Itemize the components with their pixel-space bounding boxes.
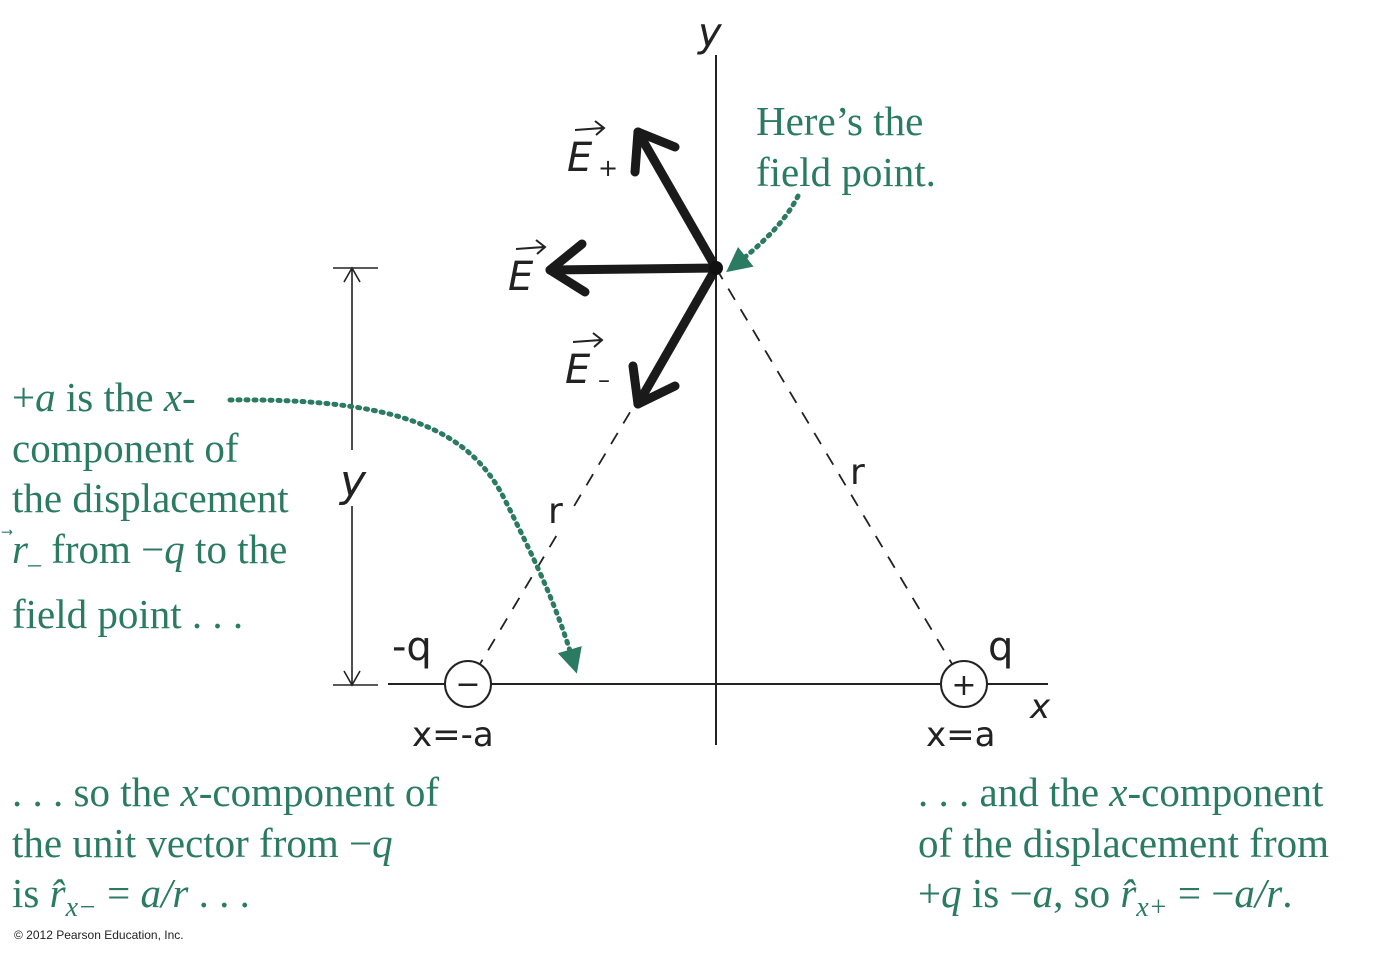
x-axis-label: x (1029, 687, 1051, 727)
so-x-component-note: . . . so the x-component of the unit vec… (12, 769, 439, 924)
svg-text:E: E (565, 347, 591, 393)
e-minus-arrowhead (628, 361, 680, 409)
x-component-pointer-arrow (227, 397, 582, 674)
field-vectors (545, 127, 721, 409)
distance-label-right: r (850, 452, 865, 493)
height-label: y (338, 456, 367, 507)
svg-text:+: + (598, 154, 618, 182)
plus-a-note: +a is the x- component of the displaceme… (12, 374, 289, 638)
positive-charge (940, 660, 988, 708)
distance-line-right (715, 267, 965, 685)
positive-charge-label: q (988, 624, 1013, 670)
e-total-arrowhead (545, 239, 590, 297)
svg-text:E: E (508, 254, 534, 300)
negative-charge-symbol: − (455, 667, 480, 702)
y-axis-label: y (697, 10, 723, 56)
negative-charge (444, 660, 492, 708)
e-minus-label: E – (565, 332, 610, 394)
field-point-note: Here’s the field point. (756, 98, 936, 195)
e-plus-arrow (633, 127, 721, 273)
field-point (709, 261, 723, 275)
negative-charge-label: -q (392, 624, 432, 670)
copyright-notice: © 2012 Pearson Education, Inc. (14, 928, 184, 942)
field-point-pointer-arrow (726, 193, 801, 273)
negative-position-label: x=-a (412, 715, 494, 755)
e-minus-arrow (633, 263, 721, 409)
svg-text:–: – (598, 366, 610, 394)
positive-position-label: x=a (926, 715, 995, 755)
e-total-label: E (508, 239, 547, 300)
e-plus-label: E + (567, 120, 618, 182)
svg-text:E: E (567, 135, 593, 181)
and-x-component-note: . . . and the x-component of the displac… (918, 769, 1330, 924)
e-plus-arrowhead (630, 127, 680, 177)
positive-charge-symbol: + (951, 668, 976, 703)
distance-label-left: r (548, 491, 563, 532)
e-total-arrow (545, 263, 721, 275)
